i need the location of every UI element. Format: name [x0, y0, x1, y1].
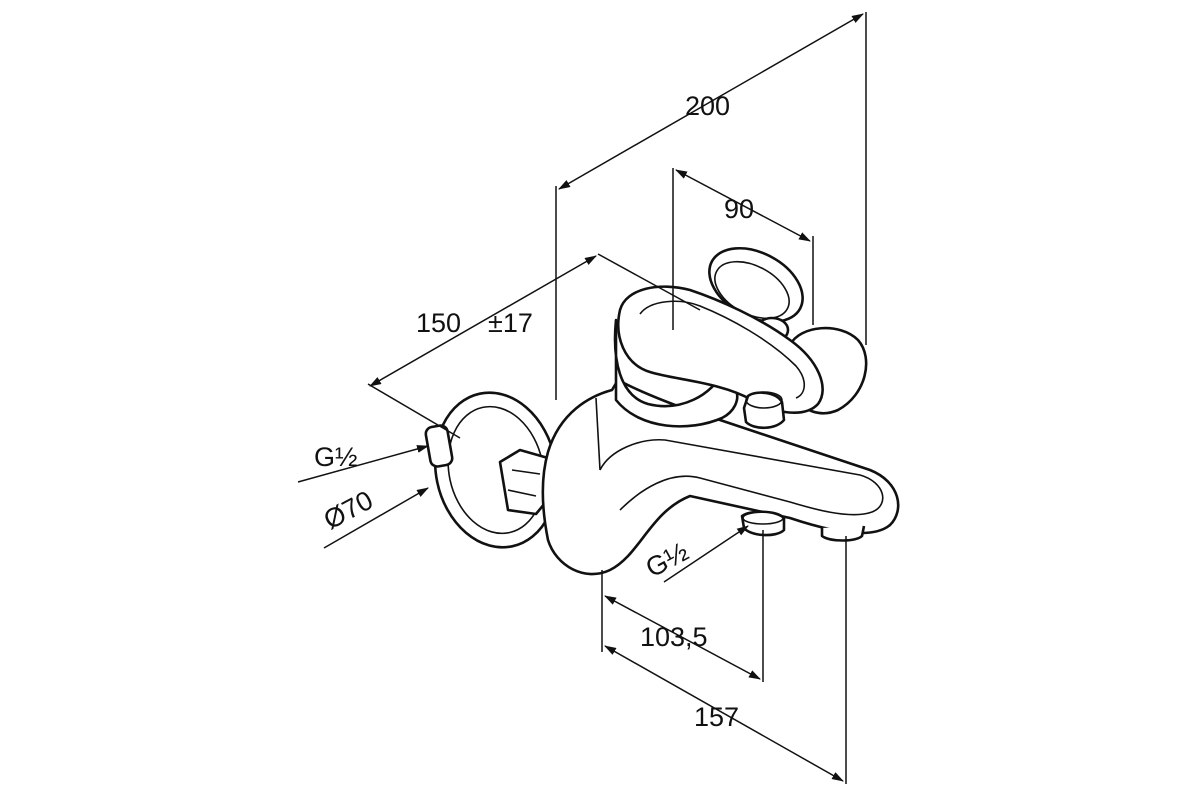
diverter-knob [742, 391, 786, 430]
lever-handle [617, 285, 824, 415]
dim-150-tolerance: ±17 [488, 308, 533, 338]
rosette-diameter-callout: Ø70 [319, 485, 429, 549]
dim-150-label: 150 [416, 308, 461, 338]
dimension-157: 157 [604, 536, 847, 784]
inlet-thread-callout: G½ [297, 442, 429, 483]
dimension-150: 150 ±17 [367, 253, 701, 439]
shower-outlet [740, 510, 786, 537]
faucet-body [424, 246, 900, 576]
dim-200-label: 200 [685, 91, 730, 121]
dimension-200: 200 [555, 12, 867, 400]
dim-157-label: 157 [694, 702, 739, 732]
right-wall-rosette [708, 246, 804, 324]
dim-90-label: 90 [724, 194, 754, 224]
outlet-thread-label: G½ [641, 536, 694, 583]
inlet-thread-label: G½ [314, 442, 358, 472]
outlet-thread-callout: G½ [641, 525, 749, 583]
dim-103-5-label: 103,5 [640, 622, 708, 652]
dimension-90: 90 [672, 168, 814, 330]
rosette-diameter-label: Ø70 [319, 485, 378, 535]
spout-outlet [820, 525, 866, 542]
left-wall-rosette [424, 391, 559, 549]
